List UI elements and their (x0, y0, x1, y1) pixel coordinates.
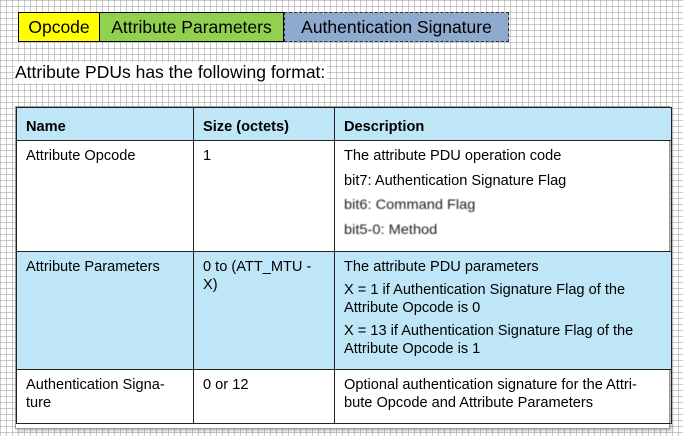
description-line: bit7: Authentication Signature Flag (344, 173, 567, 189)
description-line: bit6: Command Flag (344, 197, 476, 213)
cell-size: 0 or 12 (193, 369, 335, 424)
cell-name: Attribute Parameters (16, 251, 194, 370)
cell-name: Attribute Opcode (16, 140, 194, 252)
description-line: X = 13 if Authentication Signature Flag … (344, 323, 634, 357)
cell-size: 1 (193, 140, 335, 252)
cell-description: The attribute PDU operation code bit7: A… (334, 140, 672, 252)
header-name: Name (16, 107, 194, 141)
description-line: bit5-0: Method (344, 222, 438, 238)
pdu-format-table: Name Size (octets) Description Attribute… (16, 107, 672, 424)
attribute-parameters-segment: Attribute Parameters (100, 12, 284, 42)
description-line: The attribute PDU parameters (344, 259, 539, 275)
table-row: Authentication Signa-ture 0 or 12 Option… (16, 369, 672, 424)
header-size: Size (octets) (193, 107, 335, 141)
header-description: Description (334, 107, 672, 141)
cell-description: Optional authentication signature for th… (334, 369, 672, 424)
description-line: X = 1 if Authentication Signature Flag o… (344, 282, 626, 316)
opcode-segment: Opcode (18, 12, 100, 42)
table-row: Attribute Parameters 0 to (ATT_MTU - X) … (16, 251, 672, 370)
intro-text: Attribute PDUs has the following format: (15, 62, 328, 83)
cell-size: 0 to (ATT_MTU - X) (193, 251, 335, 370)
description-line: Optional authentication signature for th… (344, 377, 637, 411)
authentication-signature-segment: Authentication Signature (284, 12, 509, 42)
pdu-format-strip: Opcode Attribute Parameters Authenticati… (18, 12, 509, 42)
table-header-row: Name Size (octets) Description (16, 107, 672, 141)
cell-description: The attribute PDU parameters X = 1 if Au… (334, 251, 672, 370)
table-row: Attribute Opcode 1 The attribute PDU ope… (16, 140, 672, 252)
description-line: The attribute PDU operation code (344, 148, 562, 164)
pdu-format-table-container: Name Size (octets) Description Attribute… (15, 106, 672, 429)
cell-name: Authentication Signa-ture (16, 369, 194, 424)
